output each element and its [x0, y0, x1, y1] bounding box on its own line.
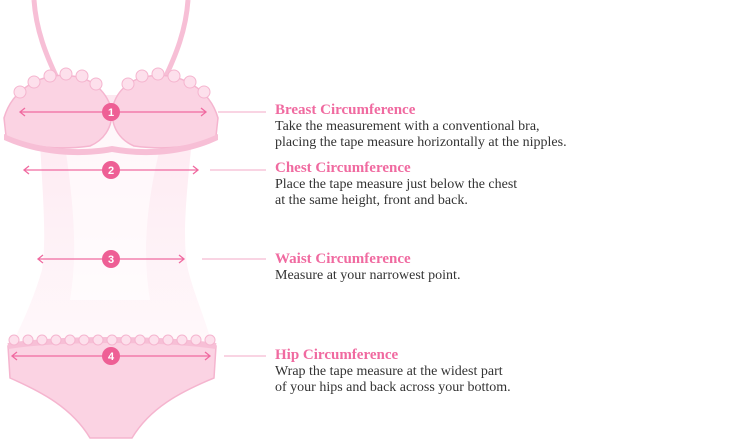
number-badge-label: 2 [108, 165, 114, 177]
number-badge-label: 3 [108, 254, 114, 266]
bra-strap-left [34, 0, 58, 80]
bra-strap-right [164, 0, 188, 80]
measurement-entry-waist: Waist Circumference Measure at your narr… [275, 251, 715, 284]
chest-circumference-title: Chest Circumference [275, 160, 715, 177]
measurement-entry-breast: Breast Circumference Take the measuremen… [275, 102, 715, 151]
hip-circumference-line-1: Wrap the tape measure at the widest part [275, 364, 715, 380]
breast-circumference-line-2: placing the tape measure horizontally at… [275, 135, 715, 151]
measurement-entry-chest: Chest Circumference Place the tape measu… [275, 160, 715, 209]
chest-circumference-line-1: Place the tape measure just below the ch… [275, 177, 715, 193]
number-badge-label: 1 [108, 107, 114, 119]
hip-circumference-line-2: of your hips and back across your bottom… [275, 380, 715, 396]
number-badge-label: 4 [108, 351, 115, 363]
breast-circumference-title: Breast Circumference [275, 102, 715, 119]
measurement-entry-hip: Hip Circumference Wrap the tape measure … [275, 347, 715, 396]
hip-circumference-title: Hip Circumference [275, 347, 715, 364]
breast-circumference-line-1: Take the measurement with a conventional… [275, 119, 715, 135]
waist-circumference-line-1: Measure at your narrowest point. [275, 268, 715, 284]
waist-circumference-title: Waist Circumference [275, 251, 715, 268]
chest-circumference-line-2: at the same height, front and back. [275, 193, 715, 209]
